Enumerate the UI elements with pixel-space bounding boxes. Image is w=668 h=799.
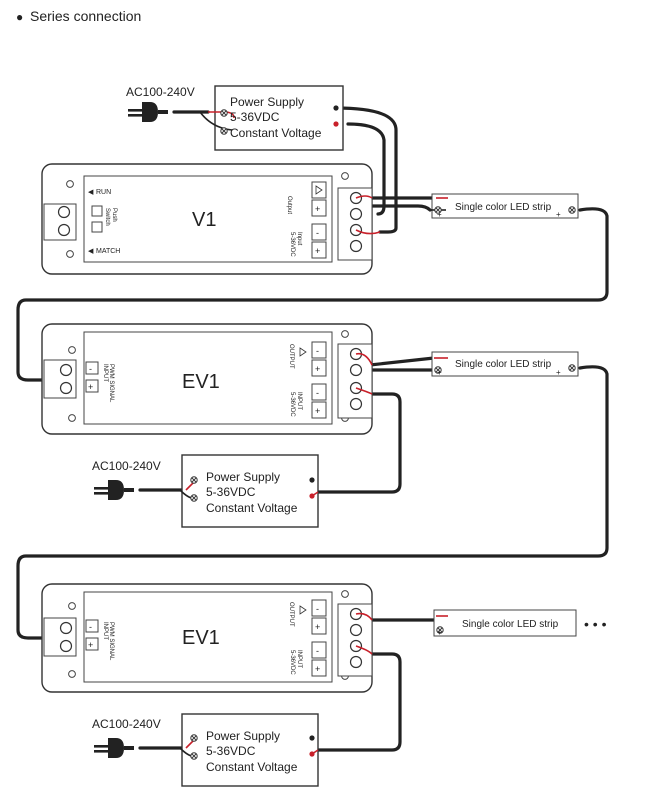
svg-text:-: - [316, 604, 319, 614]
ac-plug-icon-3 [94, 738, 134, 758]
svg-text:-: - [316, 646, 319, 656]
led-strip-1-label: Single color LED strip [455, 202, 552, 213]
ev1-2-name: EV1 [182, 627, 220, 649]
power-supply-3: AC100-240V Power Supply 5-36VDC Constant… [92, 713, 319, 787]
svg-text:INPUT: INPUT [102, 364, 108, 382]
svg-text:PWM SIGNAL: PWM SIGNAL [108, 622, 114, 661]
ps3-line-2: 5-36VDC [206, 744, 256, 758]
v1-match-label: MATCH [96, 248, 120, 255]
led-strip-3: Single color LED strip + • • • [433, 609, 607, 637]
svg-text:+: + [437, 628, 442, 637]
svg-text:◀: ◀ [88, 189, 94, 196]
svg-text:+: + [88, 382, 93, 392]
ps1-line-2: 5-36VDC [230, 110, 280, 124]
ac-label-1: AC100-240V [126, 85, 195, 99]
v1-name: V1 [192, 209, 216, 231]
svg-text:5-36VDC: 5-36VDC [289, 650, 295, 675]
ps1-line-1: Power Supply [230, 95, 304, 109]
ac-plug-icon-1 [128, 102, 168, 122]
svg-text:+: + [315, 364, 320, 374]
ps3-line-3: Constant Voltage [206, 760, 298, 774]
svg-text:+: + [315, 204, 320, 214]
led-icon [315, 185, 323, 195]
power-supply-2: AC100-240V Power Supply 5-36VDC Constant… [92, 454, 319, 528]
ps2-line-3: Constant Voltage [206, 501, 298, 515]
led-strip-2-label: Single color LED strip [455, 359, 552, 370]
led-strip-3-label: Single color LED strip [462, 619, 559, 630]
v1-push-switch-icon [91, 205, 103, 217]
svg-text:-: - [316, 388, 319, 398]
led-strip-2: Single color LED strip + + [431, 351, 579, 377]
svg-text:+: + [88, 640, 93, 650]
ev1-controller-2: - + INPUT PWM SIGNAL EV1 OUTPUT - + - + … [41, 583, 373, 693]
svg-text:INPUT: INPUT [296, 650, 302, 668]
diagram-title: Series connection [30, 8, 141, 24]
svg-text:5-36VDC: 5-36VDC [289, 232, 295, 257]
svg-text:Input: Input [296, 232, 302, 246]
svg-text:+: + [556, 210, 561, 219]
svg-text:+: + [315, 664, 320, 674]
ps3-line-1: Power Supply [206, 729, 280, 743]
ev1-controller-1: - + INPUT x PWM SIGNAL EV1 OUTPUT - + - … [41, 323, 373, 435]
svg-text:-: - [316, 228, 319, 238]
ps1-line-3: Constant Voltage [230, 126, 322, 140]
svg-text:PWM SIGNAL: PWM SIGNAL [108, 364, 114, 403]
ac-label-3: AC100-240V [92, 717, 161, 731]
svg-text:◀: ◀ [88, 248, 94, 255]
svg-text:-: - [89, 364, 92, 374]
v1-output-label: Output [286, 196, 292, 214]
continuation-dots: • • • [584, 616, 607, 632]
v1-controller: ◀ RUN ◀ MATCH Push Switch V1 Output + - … [41, 163, 381, 275]
svg-text:-: - [316, 346, 319, 356]
ac-label-2: AC100-240V [92, 459, 161, 473]
ps2-line-1: Power Supply [206, 470, 280, 484]
ps2-line-2: 5-36VDC [206, 485, 256, 499]
ev1-1-output-label: OUTPUT [288, 344, 294, 369]
svg-text:Push: Push [111, 208, 117, 222]
svg-text:+: + [315, 246, 320, 256]
ev1-1-name: EV1 [182, 371, 220, 393]
header-bullet: ● [16, 10, 23, 24]
ac-plug-icon-2 [94, 480, 134, 500]
svg-text:+: + [315, 406, 320, 416]
svg-text:-: - [89, 622, 92, 632]
v1-run-label: RUN [96, 189, 111, 196]
svg-text:INPUT: INPUT [296, 392, 302, 410]
svg-text:+: + [437, 368, 442, 377]
led-strip-1: Single color LED strip + + [430, 193, 579, 219]
power-supply-1: AC100-240V Power Supply 5-36VDC Constant… [126, 85, 344, 151]
svg-text:+: + [315, 622, 320, 632]
svg-text:+: + [556, 368, 561, 377]
svg-text:5-36VDC: 5-36VDC [289, 392, 295, 417]
svg-text:+: + [437, 210, 442, 219]
ev1-2-output-label: OUTPUT [288, 602, 294, 627]
svg-text:INPUT: INPUT [102, 622, 108, 640]
svg-text:Switch: Switch [104, 208, 110, 226]
